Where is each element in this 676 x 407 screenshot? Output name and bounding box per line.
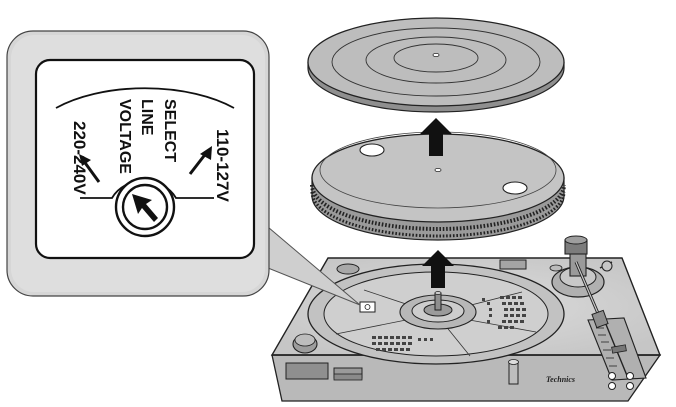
tonearm-assembly: [549, 235, 613, 329]
line-label: LINE: [138, 99, 155, 136]
voltage-selector-location: [359, 301, 376, 313]
lift-arrow-upper: [420, 118, 452, 156]
start-knob: [336, 263, 360, 275]
slip-mat-center-hole: [432, 53, 440, 58]
slip-mat-top: [307, 17, 565, 107]
left-option-arrow: [79, 154, 101, 183]
target-light: [508, 361, 519, 385]
strobe-dots-bottom: [372, 336, 433, 351]
spindle: [434, 292, 442, 311]
strobe-dots-right: [482, 296, 526, 329]
voltage-label: VOLTAGE: [116, 99, 133, 174]
lift-arrow-lower: [422, 250, 454, 288]
start-stop-button: [285, 362, 329, 380]
platter: [310, 131, 566, 241]
left-voltage-option: 220-240V: [70, 121, 89, 195]
right-voltage-option: 110-127V: [213, 129, 232, 202]
voltage-selector-knob: [114, 176, 176, 238]
hinge-right: [499, 259, 527, 270]
headshell: [591, 309, 609, 329]
slip-mat: [307, 17, 565, 113]
platter-well: [307, 263, 565, 365]
selector-pointer-icon: [132, 194, 158, 222]
right-option-arrow: [188, 146, 212, 175]
platter-center-hole: [434, 167, 442, 172]
voltage-callout: SELECT LINE VOLTAGE 220-240V 110-127V: [6, 30, 361, 306]
pitch-slider-knob: [611, 344, 627, 354]
voltage-label-plate: [34, 58, 256, 260]
arm-rest: [601, 260, 613, 272]
select-label: SELECT: [161, 99, 178, 162]
platter-hole-right: [502, 181, 528, 195]
brand-logo-text: Technics: [546, 375, 575, 384]
platter-hole-left: [359, 143, 385, 157]
